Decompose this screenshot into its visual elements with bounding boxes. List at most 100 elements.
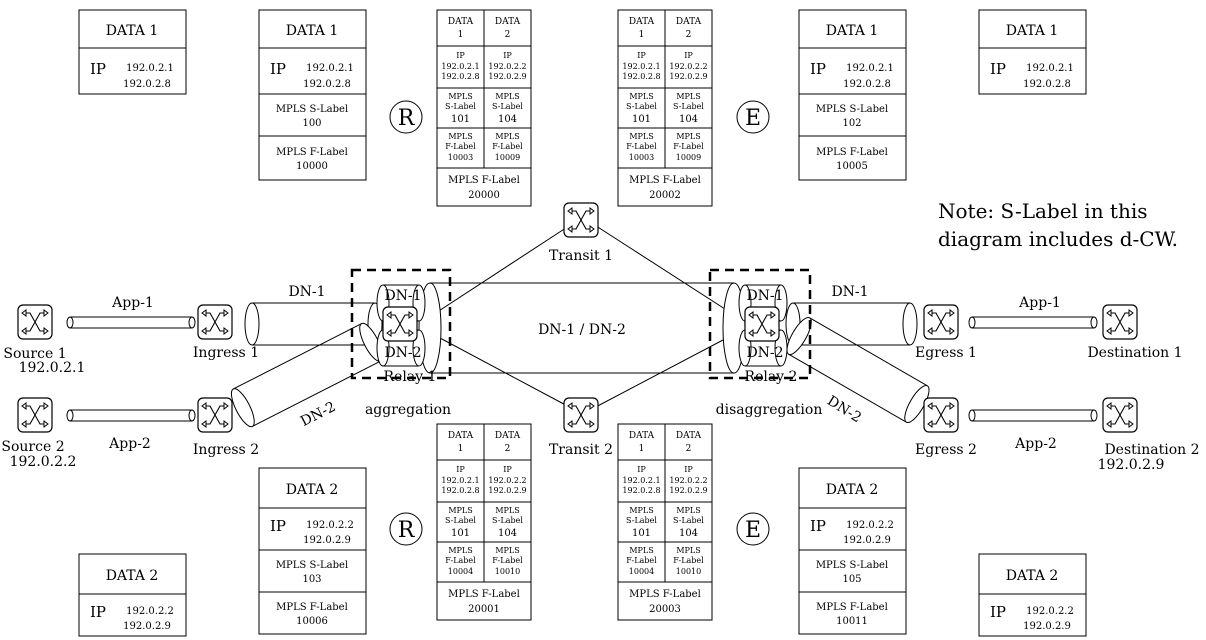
app2-right-pipe	[968, 409, 1098, 422]
dual-stack-top-relay: DATA1DATA2IP192.0.2.1192.0.2.8IP192.0.2.…	[436, 9, 532, 207]
svg-text:192.0.2.9: 192.0.2.9	[123, 621, 171, 632]
stack-bottom-egress: DATA 2 IP 192.0.2.2 192.0.2.9 MPLS S-Lab…	[798, 467, 907, 635]
svg-text:192.0.2.2: 192.0.2.2	[846, 520, 894, 531]
f-label-1-mpls: MPLS	[629, 546, 653, 555]
dn1-left-label: DN-1	[288, 284, 325, 300]
ip2-dst: 192.0.2.9	[669, 72, 707, 81]
ip2-label: IP	[684, 465, 693, 474]
s-label-1-name: S-Label	[626, 102, 657, 111]
aggregate-f-label: MPLS F-Label	[629, 589, 701, 600]
ip1-src: 192.0.2.1	[622, 62, 660, 71]
f-label-1-name: F-Label	[445, 142, 476, 151]
ip1-label: IP	[637, 51, 646, 60]
note-line2: diagram includes d-CW.	[938, 227, 1178, 251]
dn1-right-label: DN-1	[831, 284, 868, 300]
f-label-2-name: F-Label	[673, 556, 704, 565]
router-transit2-icon[interactable]	[563, 397, 599, 433]
router-egress1-icon[interactable]	[923, 304, 959, 340]
ip2-label: IP	[503, 51, 512, 60]
s-label-2-name: S-Label	[492, 102, 523, 111]
router-ingress2-icon[interactable]	[197, 397, 233, 433]
data2-label: DATA	[495, 17, 521, 27]
s-label-1-mpls: MPLS	[448, 92, 472, 101]
svg-text:10006: 10006	[296, 616, 328, 627]
f-label-2-mpls: MPLS	[495, 132, 519, 141]
app1-right-pipe	[968, 316, 1098, 329]
dn2-right-pipe	[786, 316, 930, 424]
ip2-dst: 192.0.2.9	[488, 486, 526, 495]
svg-text:192.0.2.8: 192.0.2.8	[1023, 79, 1071, 90]
f-label-1-value: 10004	[448, 567, 473, 576]
router-dest2-icon[interactable]	[1102, 397, 1138, 433]
svg-text:R: R	[398, 106, 416, 131]
relay2-dn2-label: DN-2	[746, 345, 783, 361]
ip2-dst: 192.0.2.9	[669, 486, 707, 495]
markers-layer: R E R E	[389, 100, 770, 546]
ip2-dst: 192.0.2.9	[488, 72, 526, 81]
ip2-src: 192.0.2.2	[669, 476, 707, 485]
router-dest1-icon[interactable]	[1102, 304, 1138, 340]
svg-text:10000: 10000	[296, 161, 328, 172]
ip1-dst: 192.0.2.8	[622, 72, 660, 81]
marker-e-bottom	[736, 512, 770, 546]
app2-left-label: App-2	[108, 436, 151, 452]
f-label-2-mpls: MPLS	[676, 132, 700, 141]
dual-stack-bottom-relay: DATA1DATA2IP192.0.2.1192.0.2.8IP192.0.2.…	[436, 423, 532, 621]
marker-r-top	[389, 100, 423, 134]
svg-text:E: E	[745, 106, 761, 131]
ip1-label: IP	[456, 51, 465, 60]
labels-layer: Source 1 192.0.2.1 Source 2 192.0.2.2 In…	[1, 199, 1199, 473]
svg-text:100: 100	[302, 118, 321, 129]
svg-text:IP: IP	[270, 60, 286, 78]
s-label-2-name: S-Label	[492, 516, 523, 525]
router-relay2-icon[interactable]	[744, 306, 780, 342]
f-label-1-value: 10003	[448, 153, 473, 162]
router-transit1-icon[interactable]	[563, 202, 599, 238]
svg-text:192.0.2.9: 192.0.2.9	[843, 535, 891, 546]
marker-e-top	[736, 100, 770, 134]
aggregate-f-value: 20003	[649, 604, 681, 615]
f-label-1-mpls: MPLS	[448, 132, 472, 141]
f-label-2-mpls: MPLS	[676, 546, 700, 555]
svg-text:IP: IP	[90, 603, 106, 621]
aggregate-f-label: MPLS F-Label	[629, 175, 701, 186]
svg-text:DATA 2: DATA 2	[1006, 568, 1059, 584]
data1-number: 1	[639, 30, 645, 40]
data1-number: 1	[458, 444, 464, 454]
relay2-dashed-box	[708, 268, 812, 380]
router-source2-icon[interactable]	[17, 397, 53, 433]
transit2-name: Transit 2	[549, 442, 613, 458]
disaggregation-label: disaggregation	[716, 402, 823, 418]
stack-bottom-right: DATA 2 IP 192.0.2.2 192.0.2.9	[978, 553, 1087, 637]
router-source1-icon[interactable]	[17, 304, 53, 340]
f-label-1-name: F-Label	[626, 142, 657, 151]
svg-text:MPLS F-Label: MPLS F-Label	[816, 602, 888, 613]
data2-number: 2	[686, 444, 692, 454]
router-egress2-icon[interactable]	[923, 397, 959, 433]
svg-text:IP: IP	[810, 517, 826, 535]
svg-text:102: 102	[842, 118, 861, 129]
router-relay1-icon[interactable]	[382, 306, 418, 342]
svg-text:DATA 2: DATA 2	[826, 482, 879, 498]
f-label-2-name: F-Label	[492, 556, 523, 565]
data1-number: 1	[639, 444, 645, 454]
svg-text:192.0.2.8: 192.0.2.8	[123, 79, 171, 90]
dual-stack-bottom-egress-relay: DATA1DATA2IP192.0.2.1192.0.2.8IP192.0.2.…	[617, 423, 713, 621]
svg-text:192.0.2.2: 192.0.2.2	[1026, 606, 1074, 617]
dest2-ip: 192.0.2.9	[1098, 457, 1165, 473]
link-transit2-relay2	[589, 329, 743, 411]
svg-text:MPLS F-Label: MPLS F-Label	[816, 147, 888, 158]
router-ingress1-icon[interactable]	[197, 304, 233, 340]
s-label-1-name: S-Label	[445, 102, 476, 111]
s-label-2-mpls: MPLS	[495, 92, 519, 101]
svg-text:IP: IP	[270, 517, 286, 535]
svg-text:103: 103	[302, 574, 321, 585]
svg-text:DATA 2: DATA 2	[286, 482, 339, 498]
ip1-src: 192.0.2.1	[441, 476, 479, 485]
s-label-1-mpls: MPLS	[448, 506, 472, 515]
f-label-2-mpls: MPLS	[495, 546, 519, 555]
s-label-1-name: S-Label	[445, 516, 476, 525]
data2-number: 2	[505, 444, 511, 454]
f-label-1-name: F-Label	[626, 556, 657, 565]
